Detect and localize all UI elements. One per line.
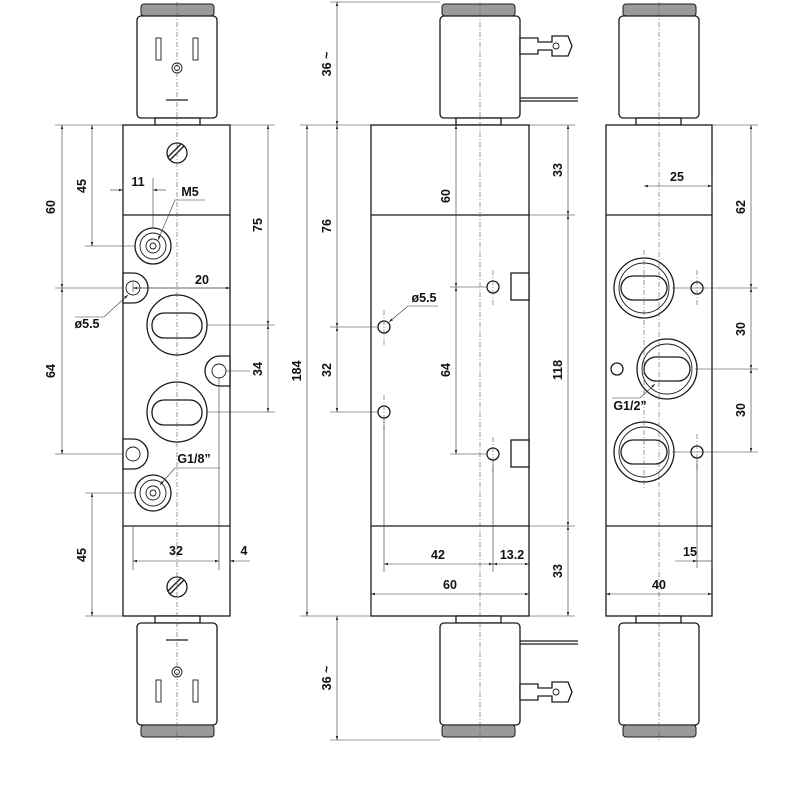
dim-33-top: 33 [551,163,565,177]
dim-45-top-left: 45 [75,179,89,193]
dim-dia-5-5-left: ø5.5 [74,317,99,331]
dim-33-bottom: 33 [551,564,565,578]
dim-13-2: 13.2 [500,548,524,562]
dim-36-top: 36 ~ [320,52,334,77]
dim-dia-5-5-middle: ø5.5 [411,291,436,305]
dim-36-bottom: 36 ~ [320,666,334,691]
dim-64-middle: 64 [439,363,453,377]
dim-64-left: 64 [44,364,58,378]
right-view: 25 62 30 30 G1/2” 15 40 [605,2,758,740]
dim-45-bottom-left: 45 [75,548,89,562]
dim-15: 15 [683,545,697,559]
dim-4: 4 [241,544,248,558]
dim-75: 75 [251,218,265,232]
middle-view: 36 ~ 184 76 60 ø5.5 32 64 33 118 33 42 1… [290,1,578,741]
dim-40: 40 [652,578,666,592]
middle-top-coil [439,3,578,126]
dim-32-left: 32 [169,544,183,558]
dim-60-middle-bottom: 60 [443,578,457,592]
dim-34: 34 [251,362,265,376]
dim-184: 184 [290,361,304,382]
dim-11: 11 [131,175,144,189]
dim-60-left: 60 [44,200,58,214]
dim-76: 76 [320,219,334,233]
dim-30-upper: 30 [734,322,748,336]
dim-60-middle: 60 [439,189,453,203]
dim-25: 25 [670,170,684,184]
left-valve-body [122,124,231,617]
dim-42: 42 [431,548,445,562]
dim-m5: M5 [181,185,198,199]
dim-118: 118 [551,360,565,380]
dim-30-lower: 30 [734,403,748,417]
dim-g1-2: G1/2” [613,399,646,413]
left-view: 60 45 11 M5 75 20 ø5.5 64 34 G1/8” 45 32… [44,2,275,740]
middle-valve-body [370,124,530,617]
dim-g1-8: G1/8” [177,452,210,466]
dim-20: 20 [195,273,209,287]
dim-32-middle: 32 [320,363,334,377]
dim-62: 62 [734,200,748,214]
middle-bottom-coil [439,615,578,738]
